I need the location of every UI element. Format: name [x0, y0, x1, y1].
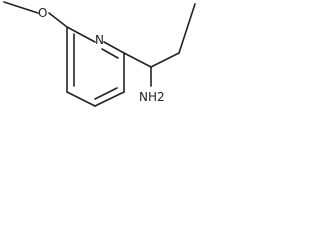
bond-chain-right	[178, 3, 196, 54]
double-bond-ring-upper-right	[101, 48, 119, 59]
molecule-diagram: O N NH2	[0, 0, 206, 123]
bond-ring-top-left-to-n	[66, 26, 96, 43]
double-bond-ring-bottom	[94, 87, 118, 100]
oxygen-label: O	[38, 6, 47, 20]
bond-ring-n-to-c2	[103, 41, 125, 54]
structure-svg: O N NH2	[3, 1, 196, 107]
bond-chain-up	[150, 52, 180, 68]
bond-ring-c4-to-c5	[66, 91, 96, 107]
amine-label: NH2	[139, 90, 165, 104]
bond-ring-c3-to-c4	[94, 91, 125, 107]
bond-oxygen-ring	[48, 12, 68, 28]
bond-ring-to-chain	[123, 52, 152, 68]
bond-methyl-oxygen	[3, 1, 39, 14]
ring-nitrogen-label: N	[95, 33, 104, 47]
